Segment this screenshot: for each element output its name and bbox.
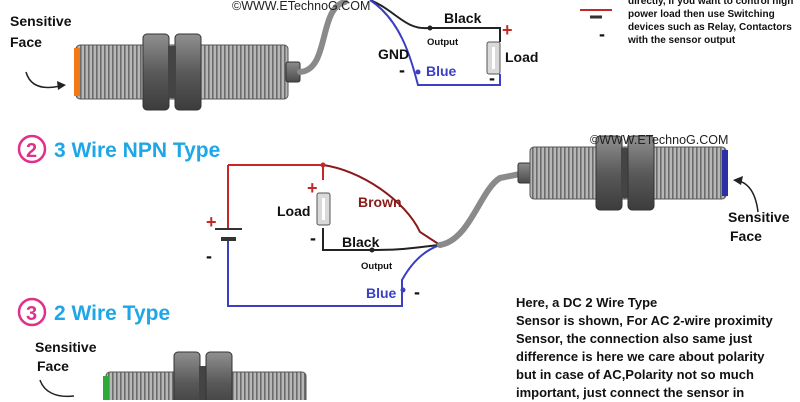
npn-cable — [437, 171, 523, 248]
npn-number-circle — [17, 134, 47, 164]
top-load-label: Load — [505, 49, 538, 65]
top-battery-minus: - — [599, 24, 605, 44]
top-note-line: power load then use Switching — [628, 9, 775, 20]
npn-blue-wire — [227, 240, 441, 307]
npn-blue-minus: - — [414, 282, 420, 302]
top-black-label: Black — [444, 10, 482, 26]
top-gnd-node — [415, 69, 421, 75]
top-load-minus: - — [489, 68, 495, 88]
npn-output-label: Output — [361, 261, 393, 272]
two-wire-sensitive-face-strip — [103, 376, 109, 400]
top-sensor — [74, 33, 301, 111]
top-blue-label: Blue — [426, 63, 457, 79]
npn-blue-label: Blue — [366, 285, 397, 301]
two-wire-sensor-washer — [199, 366, 207, 400]
npn-node — [320, 162, 326, 168]
top-sensor-nut — [174, 33, 202, 111]
npn-sensitive-face-label: Face — [730, 228, 762, 244]
watermark-top: ©WWW.ETechnoG.COM — [232, 0, 370, 13]
npn-output-node — [369, 247, 375, 253]
top-sensitive-face-label: Sensitive — [10, 13, 72, 29]
top-load-plus: + — [502, 20, 513, 40]
npn-sensor-washer — [621, 148, 629, 198]
npn-black-label: Black — [342, 234, 380, 250]
top-face-pointer — [25, 71, 61, 89]
description-line: important, just connect the sensor in — [516, 385, 745, 400]
npn-node — [400, 287, 406, 293]
npn-brown-label: Brown — [358, 194, 402, 210]
two-wire-sensor — [103, 351, 307, 400]
top-sensitive-face-strip — [74, 48, 80, 96]
top-gnd-minus: - — [399, 60, 405, 80]
npn-black-wire — [322, 228, 441, 251]
npn-load-window — [322, 198, 325, 220]
npn-load-plus: + — [307, 178, 318, 198]
npn-sensitive-face-label: Sensitive — [728, 209, 790, 225]
npn-battery-plus: + — [206, 212, 217, 232]
npn-sensor-nut — [627, 135, 655, 211]
description-line: but in case of AC,Polarity not so much — [516, 367, 754, 382]
two-wire-sensor-nut — [205, 351, 233, 400]
two-wire-number-circle — [17, 297, 47, 327]
npn-load-minus: - — [310, 228, 316, 248]
npn-sensitive-face-strip — [722, 150, 728, 196]
top-output-node — [427, 25, 433, 31]
two-wire-sensor-nut — [173, 351, 201, 400]
top-sensitive-face-label: Face — [10, 34, 42, 50]
top-note-line: devices such as Relay, Contactors — [628, 22, 792, 33]
npn-load-label: Load — [277, 203, 310, 219]
description-line: Sensor, the connection also same just — [516, 331, 753, 346]
top-cable — [297, 0, 348, 75]
top-face-pointer-head — [57, 81, 66, 90]
npn-title: 3 Wire NPN Type — [54, 139, 220, 162]
top-note-line: directly, If you want to control high — [628, 0, 794, 7]
two-wire-title: 2 Wire Type — [54, 302, 170, 325]
top-gnd-label: GND — [378, 46, 409, 62]
npn-face-pointer-head — [733, 176, 743, 185]
top-load-window — [492, 47, 495, 69]
two-wire-sensitive-face-label: Face — [37, 358, 69, 374]
two-wire-sensitive-face-label: Sensitive — [35, 339, 97, 355]
two-wire-description: Here, a DC 2 Wire Type Sensor is shown, … — [516, 294, 800, 402]
npn-battery-minus: - — [206, 246, 212, 266]
top-output-label: Output — [427, 37, 459, 48]
npn-sensor — [517, 135, 728, 211]
description-line: Here, a DC 2 Wire Type — [516, 295, 658, 310]
description-line: Sensor is shown, For AC 2-wire proximity — [516, 313, 773, 328]
two-wire-number: 3 — [26, 303, 37, 325]
npn-number: 2 — [26, 140, 37, 162]
two-wire-face-pointer — [39, 379, 75, 398]
top-sensor-washer — [168, 46, 176, 98]
watermark-mid: ©WWW.ETechnoG.COM — [590, 133, 728, 147]
top-note-line: with the sensor output — [628, 35, 736, 46]
top-blue-wire — [369, 0, 501, 86]
top-note: directly, If you want to control high po… — [628, 0, 800, 47]
top-sensor-nut — [142, 33, 170, 111]
npn-sensor-nut — [595, 135, 623, 211]
npn-brown-wire — [322, 164, 441, 246]
description-line: difference is here we care about polarit… — [516, 349, 765, 364]
npn-face-pointer — [734, 179, 759, 213]
